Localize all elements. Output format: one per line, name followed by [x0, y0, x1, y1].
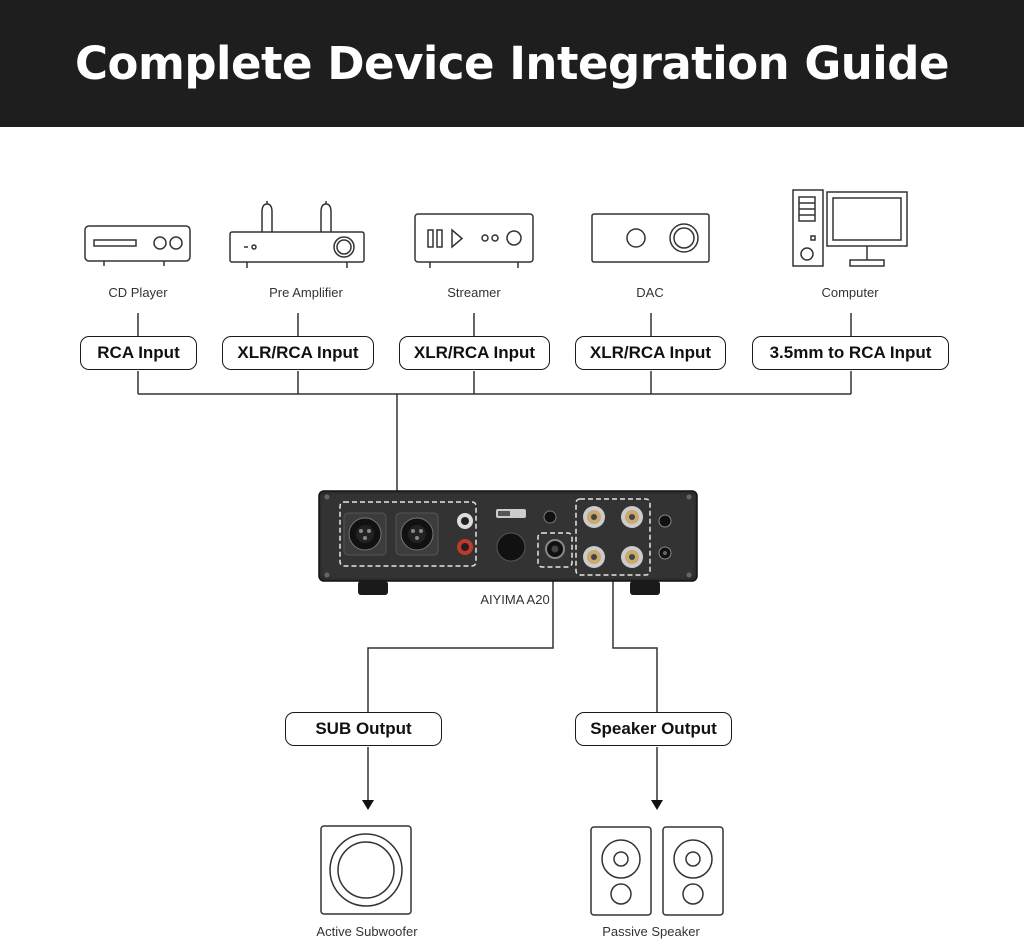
- page-title: Complete Device Integration Guide: [75, 37, 949, 90]
- input-pill-xlr-rca-2: XLR/RCA Input: [399, 336, 550, 370]
- speaker-output-pill: Speaker Output: [575, 712, 732, 746]
- cd-player-icon: [84, 225, 191, 266]
- output-label-active-subwoofer: Active Subwoofer: [316, 924, 418, 939]
- sub-output-pill: SUB Output: [285, 712, 442, 746]
- source-label-computer: Computer: [821, 285, 879, 300]
- source-label-streamer: Streamer: [447, 285, 501, 300]
- passive-speaker-icon: [590, 826, 724, 916]
- subwoofer-icon: [320, 825, 412, 915]
- device-label: AIYIMA A20: [480, 592, 550, 607]
- input-pill-rca: RCA Input: [80, 336, 197, 370]
- source-label-pre-amplifier: Pre Amplifier: [269, 285, 343, 300]
- dac-icon: [591, 213, 710, 263]
- pre-amplifier-icon: [229, 201, 365, 268]
- streamer-icon: [414, 213, 534, 268]
- amplifier-rear-panel: [318, 490, 698, 595]
- computer-icon: [792, 189, 908, 267]
- source-label-dac: DAC: [636, 285, 664, 300]
- output-label-passive-speaker: Passive Speaker: [602, 924, 700, 939]
- input-pill-xlr-rca-1: XLR/RCA Input: [222, 336, 374, 370]
- input-pill-3-5mm-rca: 3.5mm to RCA Input: [752, 336, 949, 370]
- source-label-cd-player: CD Player: [108, 285, 168, 300]
- input-pill-xlr-rca-3: XLR/RCA Input: [575, 336, 726, 370]
- header-banner: Complete Device Integration Guide: [0, 0, 1024, 127]
